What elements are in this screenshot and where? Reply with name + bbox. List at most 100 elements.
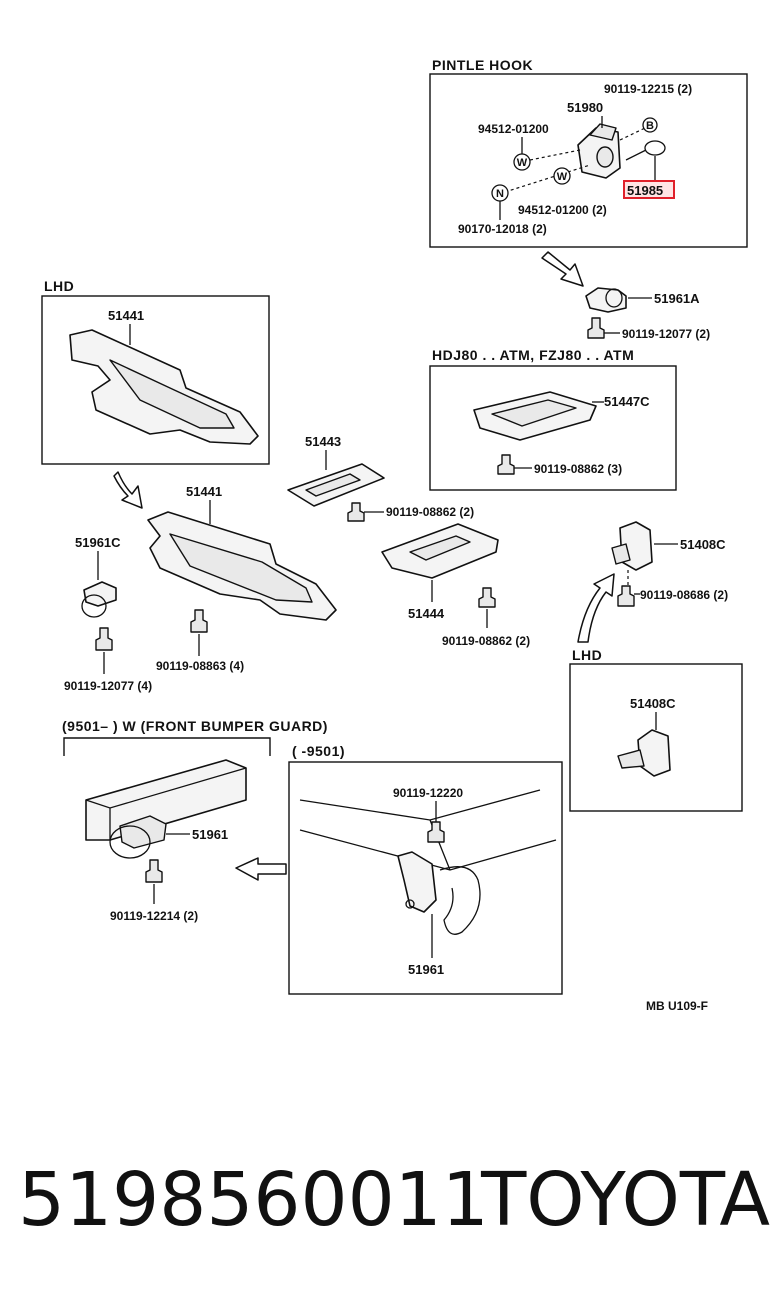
label-51447c: 51447C: [604, 394, 650, 409]
lhd-right-tag: LHD: [572, 647, 602, 663]
svg-text:B: B: [646, 120, 654, 132]
part-number: 5198560011: [18, 1157, 489, 1243]
reference-code: MB U109-F: [646, 999, 708, 1013]
bolt-08863-icon: [190, 609, 208, 633]
marker-w-icon: W: [513, 153, 531, 171]
label-51441-top: 51441: [108, 308, 144, 323]
parts-diagram: PINTLE HOOK 51980 90119-12215 (2) 94512-…: [41, 57, 748, 1013]
label-51444: 51444: [408, 606, 445, 621]
label-51961c: 51961C: [75, 535, 121, 550]
marker-n-icon: N: [491, 184, 509, 202]
hdj80-frame: [429, 365, 677, 491]
label-51441-mid: 51441: [186, 484, 222, 499]
bolt-12077-4-icon: [95, 627, 113, 651]
label-nut-12018: 90170-12018 (2): [458, 222, 547, 236]
label-bolt-12077-4: 90119-12077 (4): [64, 679, 152, 693]
bolt-08862-3-icon: [497, 454, 515, 475]
pintle-hook-title: PINTLE HOOK: [432, 57, 533, 73]
bracket-51408c-lhd: [637, 729, 671, 777]
label-bolt-12215: 90119-12215 (2): [604, 82, 692, 96]
bolt-12214-icon: [145, 859, 163, 883]
label-51408c-lhd: 51408C: [630, 696, 676, 711]
plate-51444-slot: [409, 535, 471, 561]
label-bolt-12214: 90119-12214 (2): [110, 909, 198, 923]
lhd-top-tag: LHD: [44, 278, 74, 294]
plate-51443-group: 51443 90119-08862 (2): [287, 434, 474, 522]
label-bolt-08686: 90119-08686 (2): [640, 588, 728, 602]
front-guard-group: (9501– ) W (FRONT BUMPER GUARD) 51961 90…: [62, 718, 328, 923]
marker-w2-icon: W: [553, 167, 571, 185]
hook-51961-old: [397, 851, 437, 913]
lhd-top-group: LHD 51441: [41, 278, 270, 465]
lhd-right-frame: [569, 663, 743, 812]
label-bolt-08863: 90119-08863 (4): [156, 659, 244, 673]
bracket-51408c-group: 51408C 90119-08686 (2): [611, 521, 728, 607]
label-bolt-12077-2: 90119-12077 (2): [622, 327, 710, 341]
pintle-hook-frame: [429, 73, 748, 248]
lhd-top-frame: [41, 295, 270, 465]
eye-bolt-shank: [625, 149, 647, 161]
old-guard-group: ( -9501) 90119-12220 51961: [288, 743, 563, 995]
bracket-51961a-ring: [605, 288, 623, 308]
bracket-51961a-group: 51961A 90119-12077 (2): [585, 287, 710, 341]
plate-51444-group: 51444 90119-08862 (2): [381, 523, 530, 648]
lhd-right-group: LHD 51408C: [569, 647, 743, 812]
arrow-to-51961a-icon: [541, 251, 584, 287]
hook-51961-new-ring: [109, 825, 151, 859]
arrow-lhd-down-icon: [113, 471, 143, 509]
label-bolt-08862-3: 90119-08862 (3): [534, 462, 622, 476]
skid-plate-51441-group: 51441: [147, 484, 337, 621]
arrow-left-icon: [235, 857, 287, 881]
footer-caption: 5198560011 TOYOTA: [18, 1150, 770, 1260]
plate-51443-slot: [305, 473, 361, 497]
hdj80-title: HDJ80 . . ATM, FZJ80 . . ATM: [432, 347, 634, 363]
bracket-51961c-ring: [81, 594, 107, 618]
plate-51447c-rib: [491, 399, 577, 427]
bolt-08862-2a-icon: [347, 502, 365, 522]
highlight-51985[interactable]: [623, 180, 675, 199]
svg-text:N: N: [496, 188, 504, 200]
hook-51961-old-pin: [405, 899, 415, 909]
skid-plate-51441-top-rib: [109, 359, 235, 429]
label-51408c: 51408C: [680, 537, 726, 552]
label-51961-old: 51961: [408, 962, 444, 977]
hdj80-group: HDJ80 . . ATM, FZJ80 . . ATM 51447C 9011…: [429, 347, 677, 491]
eye-bolt: [644, 140, 666, 156]
bolt-08863-group: 90119-08863 (4): [156, 609, 244, 673]
pintle-hook-ring: [596, 146, 614, 168]
hook-51961-new: [119, 815, 167, 849]
label-bolt-08862-2b: 90119-08862 (2): [442, 634, 530, 648]
pintle-hook-group: PINTLE HOOK 51980 90119-12215 (2) 94512-…: [429, 57, 748, 248]
bolt-12077-icon: [587, 317, 605, 339]
old-guard-frame: [288, 761, 563, 995]
bolt-08862-2b-icon: [478, 587, 496, 608]
pintle-hook-top: [589, 123, 617, 141]
bracket-51961c-group: 51961C 90119-12077 (4): [64, 535, 152, 693]
label-bolt-12220: 90119-12220: [393, 786, 463, 800]
dash-bolt-b: [619, 127, 646, 141]
bracket-51961c: [83, 581, 117, 607]
bracket-51408c-lhd-flange: [617, 749, 645, 769]
label-51980: 51980: [567, 100, 603, 115]
bolt-08686-icon: [617, 585, 635, 607]
front-guard-title: (9501– ) W (FRONT BUMPER GUARD): [62, 718, 328, 734]
marker-b-icon: B: [642, 117, 658, 133]
arrow-lhd-up-icon: [577, 573, 615, 643]
hook-51961-old-loop: [439, 866, 481, 935]
label-bolt-08862-2a: 90119-08862 (2): [386, 505, 474, 519]
svg-text:W: W: [517, 157, 528, 169]
label-washer-b: 94512-01200 (2): [518, 203, 607, 217]
bracket-51408c-flange: [611, 543, 631, 565]
skid-plate-51441-rib: [169, 533, 313, 603]
label-51985[interactable]: 51985: [627, 183, 663, 198]
label-51961-new: 51961: [192, 827, 228, 842]
brand-name: TOYOTA: [481, 1157, 770, 1243]
front-guard-bracket-line: [63, 737, 271, 756]
dash-washer-b: [504, 164, 591, 193]
old-guard-title: ( -9501): [292, 743, 345, 759]
label-51961a: 51961A: [654, 291, 700, 306]
dash-washer-a: [529, 149, 581, 161]
bolt-12220-icon: [427, 821, 445, 843]
svg-text:W: W: [557, 171, 568, 183]
label-51443: 51443: [305, 434, 341, 449]
